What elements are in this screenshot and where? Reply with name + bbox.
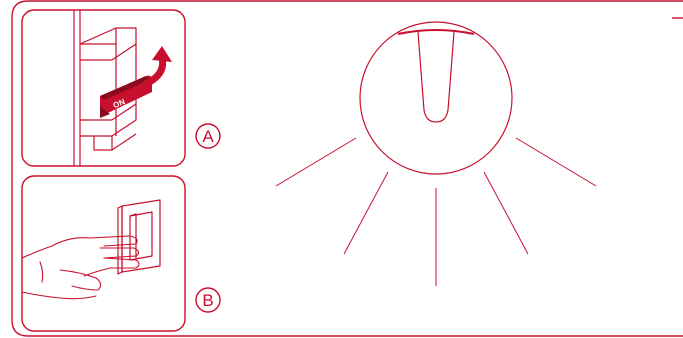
panel-b: B: [22, 176, 220, 331]
lamp-globe: [360, 22, 512, 174]
step-badge-b: B: [196, 288, 220, 312]
outer-frame: [12, 1, 683, 336]
light-ray: [344, 172, 388, 254]
light-ray: [484, 172, 528, 254]
step-label-a: A: [202, 127, 214, 146]
ceiling-lamp-icon: [360, 22, 512, 174]
step-label-b: B: [202, 291, 213, 310]
panel-a: ON A: [22, 10, 220, 166]
light-ray: [276, 138, 356, 186]
curved-arrow-up-icon: [146, 46, 172, 84]
light-ray: [516, 138, 596, 186]
step-badge-a: A: [196, 124, 220, 148]
